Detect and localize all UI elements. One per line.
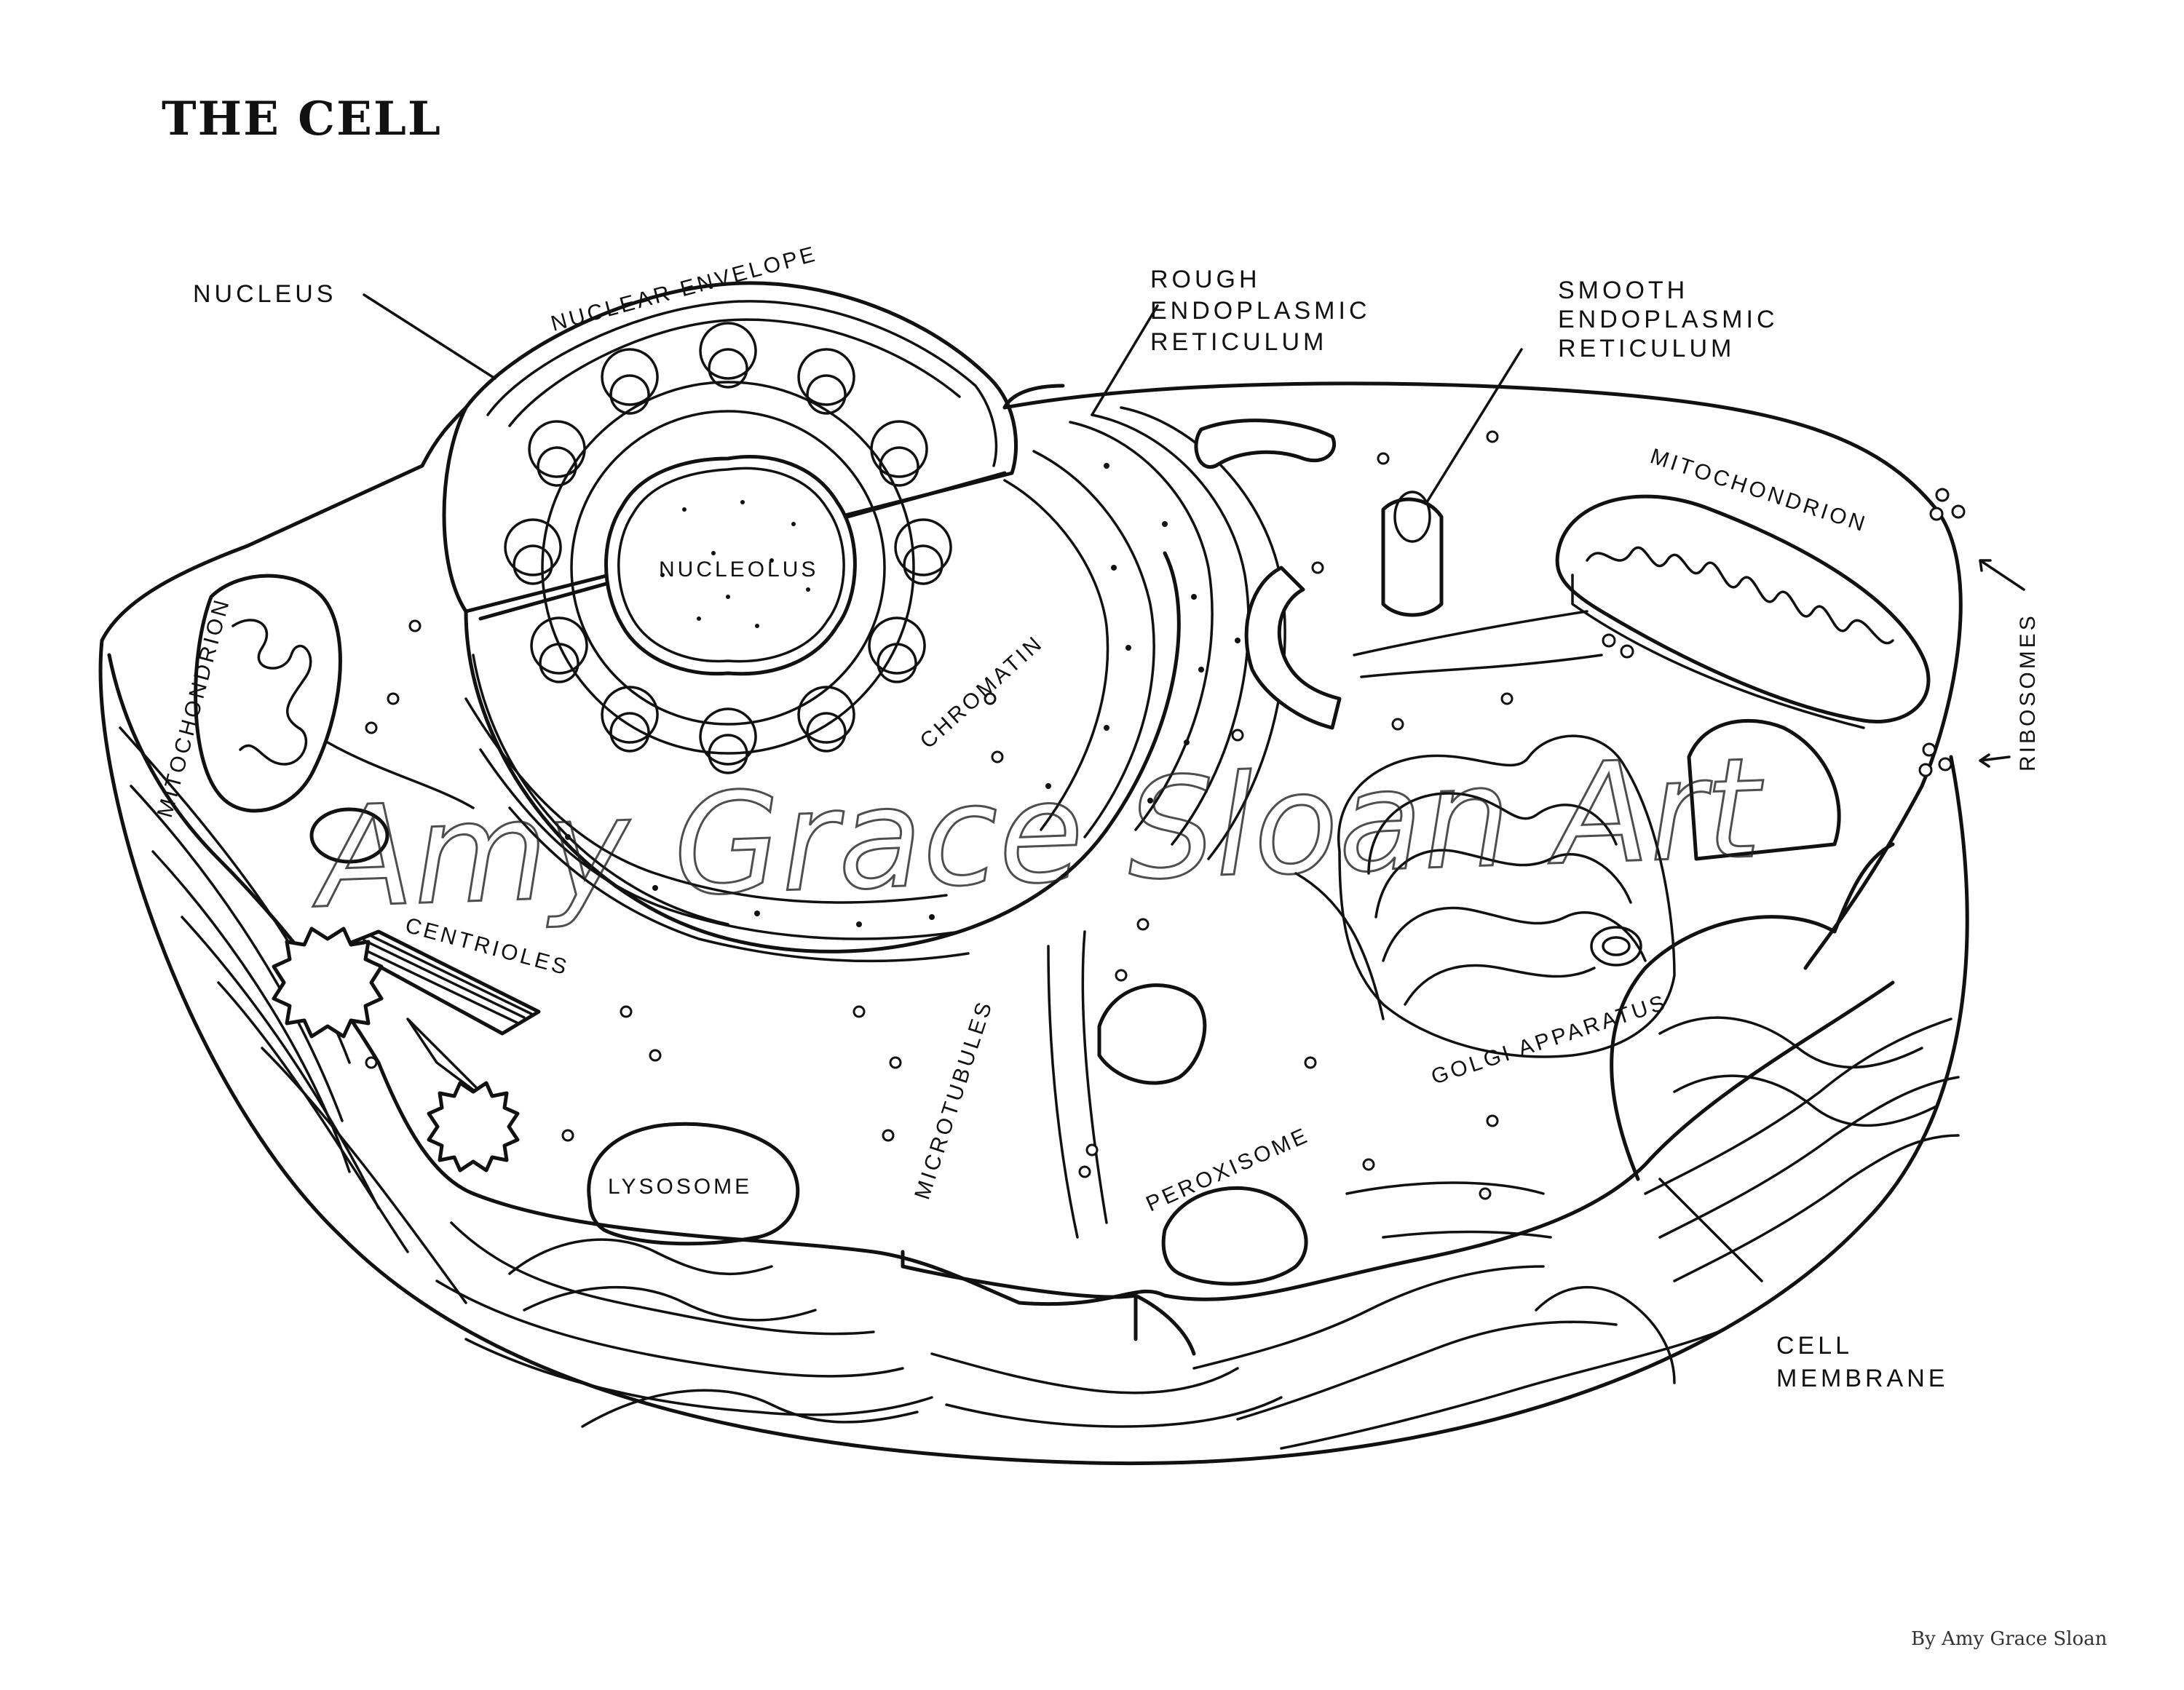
label-cell-membrane-line-2: MEMBRANE xyxy=(1776,1365,1948,1392)
artist-credit: By Amy Grace Sloan xyxy=(1911,1628,2108,1650)
chromatin xyxy=(504,322,952,774)
label-rough-er-line-3: RETICULUM xyxy=(1150,328,1327,356)
label-ribosomes: RIBOSOMES xyxy=(2016,613,2040,771)
label-chromatin: CHROMATIN xyxy=(916,631,1048,754)
rough-er xyxy=(464,406,1286,963)
mitochondrion-left xyxy=(194,574,342,813)
label-rough-er-line-2: ENDOPLASMIC xyxy=(1150,297,1371,325)
watermark: Amy Grace Sloan Art xyxy=(308,728,1768,940)
cell-body xyxy=(98,381,1969,1466)
leader-lines xyxy=(363,293,2025,1282)
label-nucleus: NUCLEUS xyxy=(193,280,336,308)
centrioles xyxy=(272,927,541,1173)
nucleolus xyxy=(604,455,857,676)
nucleus xyxy=(442,281,1181,953)
label-lysosome: LYSOSOME xyxy=(608,1175,752,1199)
peroxisome xyxy=(1161,1186,1308,1286)
golgi-apparatus xyxy=(1337,734,1676,1058)
label-microtubules: MICROTUBULES xyxy=(910,997,997,1203)
page-title: THE CELL xyxy=(162,92,442,146)
mitochondrion-right xyxy=(1555,494,1931,729)
smooth-er xyxy=(1194,418,1444,730)
lysosome xyxy=(587,1122,800,1246)
label-rough-er: ROUGH ENDOPLASMIC RETICULUM xyxy=(1150,266,1371,356)
label-peroxisome: PEROXISOME xyxy=(1142,1123,1313,1216)
label-smooth-er-line-2: ENDOPLASMIC xyxy=(1558,306,1779,333)
label-cell-membrane-line-1: CELL xyxy=(1776,1332,1853,1360)
microtubules xyxy=(326,610,1603,1239)
vesicle-center xyxy=(1097,983,1207,1085)
label-golgi: GOLGI APPARATUS xyxy=(1428,991,1671,1090)
label-smooth-er-line-3: RETICULUM xyxy=(1558,335,1735,362)
ribosomes xyxy=(365,430,1966,1200)
label-smooth-er-line-1: SMOOTH xyxy=(1558,277,1688,304)
label-nucleolus: NUCLEOLUS xyxy=(659,558,818,582)
golgi-vesicle xyxy=(1687,718,1841,861)
vesicle-left xyxy=(309,807,389,864)
label-cell-membrane: CELL MEMBRANE xyxy=(1776,1332,1948,1392)
label-rough-er-line-1: ROUGH xyxy=(1150,266,1261,293)
label-smooth-er: SMOOTH ENDOPLASMIC RETICULUM xyxy=(1558,277,1779,362)
